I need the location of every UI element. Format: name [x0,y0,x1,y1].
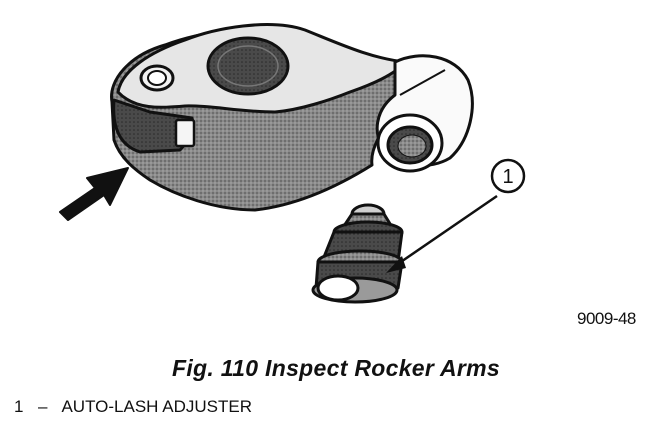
rocker-arm [110,23,474,212]
legend-item: 1 – AUTO-LASH ADJUSTER [14,397,252,417]
rocker-arm-illustration: 1 [59,23,526,304]
figure-caption: Fig. 110 Inspect Rocker Arms [172,355,500,381]
callout-leader [391,194,498,270]
inspect-arrow [59,167,129,221]
legend-separator: – [38,397,48,416]
shaft-bore [206,36,290,96]
figure-code: 9009-48 [577,309,636,328]
callout-circle [490,158,526,194]
auto-lash-adjuster [311,203,404,304]
callout-number: 1 [502,166,513,188]
legend-number: 1 [14,397,24,416]
legend-label: AUTO-LASH ADJUSTER [61,397,252,416]
adjuster-plunger [316,274,360,302]
